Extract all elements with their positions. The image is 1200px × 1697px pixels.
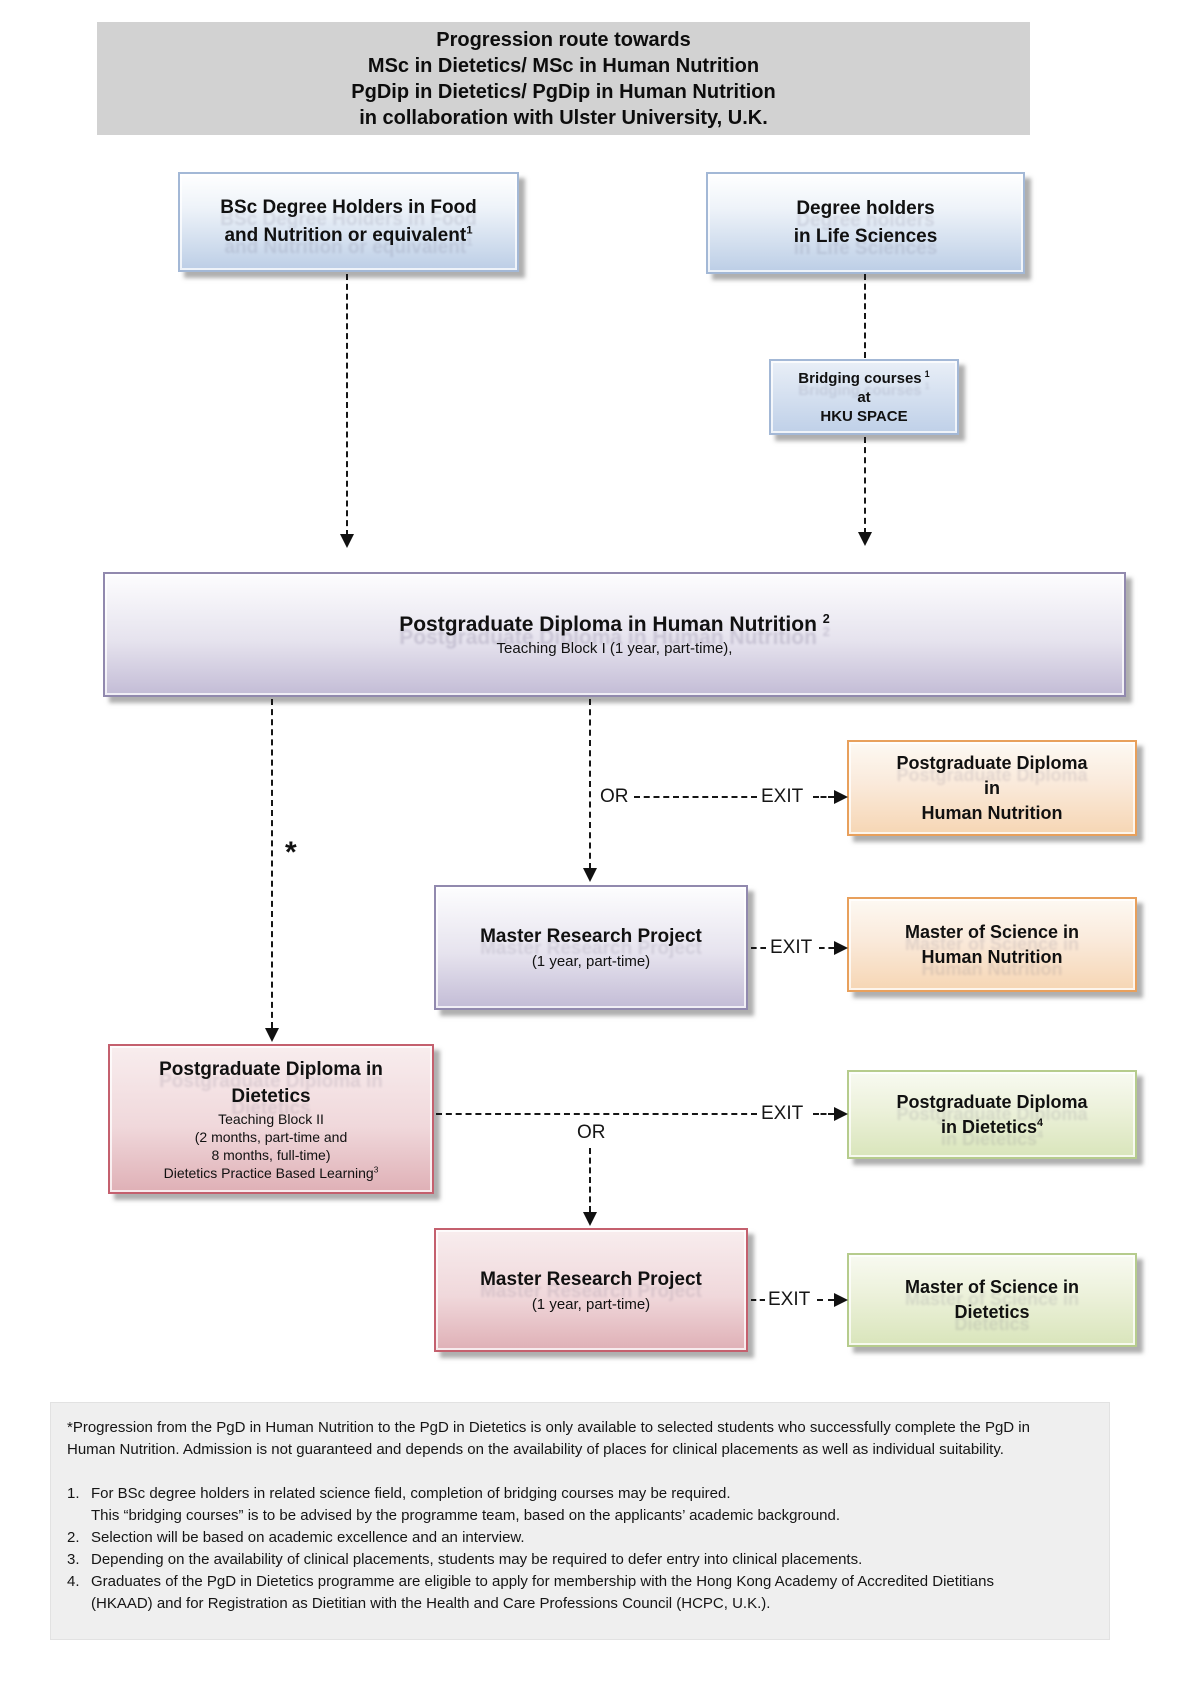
exit-label-3: EXIT bbox=[761, 1103, 804, 1124]
arrow-pgddiet-to-mrp bbox=[589, 1148, 591, 1212]
footnote-item: 4. Graduates of the PgD in Dietetics pro… bbox=[67, 1573, 994, 1612]
node-line: Bridging courses 1 bbox=[798, 368, 930, 387]
node-detail: (2 months, part-time and bbox=[194, 1129, 348, 1145]
exit-line-3 bbox=[436, 1113, 757, 1115]
footnote-item: 2. Selection will be based on academic e… bbox=[67, 1529, 525, 1546]
arrowhead-right-icon bbox=[834, 790, 848, 804]
exit-line-1 bbox=[634, 796, 757, 798]
node-line: Human Nutrition bbox=[921, 946, 1063, 967]
node-detail: Dietetics Practice Based Learning3 bbox=[163, 1164, 379, 1181]
exit-label-2: EXIT bbox=[770, 937, 813, 958]
node-bsc-food-nutrition: BSc Degree Holders in Food and Nutrition… bbox=[178, 172, 519, 272]
node-bridging-courses: Bridging courses 1 at HKU SPACE bbox=[769, 359, 959, 435]
exit-label-1: EXIT bbox=[761, 786, 804, 807]
arrowhead-right-icon bbox=[834, 1293, 848, 1307]
node-line: in bbox=[984, 777, 1000, 798]
footnote-item: 1. For BSc degree holders in related sci… bbox=[67, 1485, 731, 1502]
arrowhead-right-icon bbox=[834, 1107, 848, 1121]
exit-line-2b bbox=[819, 947, 834, 949]
exit-line-1b bbox=[813, 796, 834, 798]
asterisk-note: * bbox=[285, 836, 297, 869]
node-pgd-human-nutrition-exit: Postgraduate Diploma in Human Nutrition bbox=[847, 740, 1137, 836]
node-subtitle: (1 year, part-time) bbox=[531, 1295, 651, 1313]
node-line: Master of Science in bbox=[904, 921, 1080, 942]
exit-label-4: EXIT bbox=[768, 1289, 811, 1310]
node-line: Postgraduate Diploma bbox=[896, 752, 1088, 773]
arrowhead-down-icon bbox=[583, 1212, 597, 1226]
node-line: in Life Sciences bbox=[793, 226, 938, 247]
footnotes-panel: *Progression from the PgD in Human Nutri… bbox=[50, 1402, 1110, 1640]
node-title: Postgraduate Diploma in bbox=[159, 1059, 383, 1080]
node-detail: Teaching Block II bbox=[218, 1111, 324, 1127]
line-lifesci-to-bridging bbox=[864, 274, 866, 358]
title-line-4: in collaboration with Ulster University,… bbox=[359, 106, 768, 129]
node-pgd-dietetics-exit: Postgraduate Diploma in Dietetics4 bbox=[847, 1070, 1137, 1159]
footnote-item: 3. Depending on the availability of clin… bbox=[67, 1551, 863, 1568]
diagram-title: Progression route towards MSc in Dieteti… bbox=[97, 22, 1030, 135]
title-line-2: MSc in Dietetics/ MSc in Human Nutrition bbox=[367, 54, 760, 77]
node-master-research-project-hn: Master Research Project (1 year, part-ti… bbox=[434, 885, 748, 1010]
node-line: Human Nutrition bbox=[921, 802, 1063, 823]
arrowhead-right-icon bbox=[834, 941, 848, 955]
node-line: Degree holders bbox=[796, 198, 935, 219]
arrowhead-down-icon bbox=[858, 532, 872, 546]
node-title: Postgraduate Diploma in Human Nutrition … bbox=[399, 611, 830, 636]
arrow-pgdhn-to-pgddiet bbox=[271, 699, 273, 1028]
exit-line-4b bbox=[817, 1299, 834, 1301]
node-line: Postgraduate Diploma bbox=[896, 1091, 1088, 1112]
title-line-3: PgDip in Dietetics/ PgDip in Human Nutri… bbox=[351, 80, 776, 103]
footnote-paragraph: *Progression from the PgD in Human Nutri… bbox=[67, 1419, 1030, 1458]
node-line: in Dietetics4 bbox=[940, 1116, 1044, 1137]
arrowhead-down-icon bbox=[340, 534, 354, 548]
node-pgd-dietetics: Postgraduate Diploma in Dietetics Teachi… bbox=[108, 1044, 434, 1194]
node-title: Master Research Project bbox=[480, 1268, 702, 1290]
node-line: at bbox=[857, 388, 871, 406]
node-title: Dietetics bbox=[231, 1086, 311, 1107]
arrowhead-down-icon bbox=[265, 1028, 279, 1042]
node-msc-dietetics: Master of Science in Dietetics bbox=[847, 1253, 1137, 1347]
arrowhead-down-icon bbox=[583, 868, 597, 882]
node-master-research-project-dietetics: Master Research Project (1 year, part-ti… bbox=[434, 1228, 748, 1352]
arrow-bsc-to-pgdhn bbox=[346, 274, 348, 536]
title-line-1: Progression route towards bbox=[436, 28, 691, 51]
node-line: Master of Science in bbox=[904, 1277, 1080, 1297]
or-label-2: OR bbox=[577, 1122, 606, 1143]
or-label-1: OR bbox=[600, 786, 629, 807]
node-line: HKU SPACE bbox=[820, 407, 908, 425]
node-line: Dietetics bbox=[954, 1302, 1030, 1322]
exit-line-4a bbox=[751, 1299, 765, 1301]
exit-line-2a bbox=[751, 947, 766, 949]
node-msc-human-nutrition: Master of Science in Human Nutrition bbox=[847, 897, 1137, 992]
node-detail: 8 months, full-time) bbox=[211, 1147, 331, 1163]
node-subtitle: Teaching Block I (1 year, part-time), bbox=[496, 639, 733, 657]
node-pgd-human-nutrition-main: Postgraduate Diploma in Human Nutrition … bbox=[103, 572, 1126, 697]
node-line: and Nutrition or equivalent1 bbox=[224, 224, 473, 246]
node-life-sciences: Degree holders in Life Sciences bbox=[706, 172, 1025, 274]
arrow-pgdhn-to-mrp bbox=[589, 699, 591, 869]
node-subtitle: (1 year, part-time) bbox=[531, 953, 651, 970]
footnote-item-continuation: This “bridging courses” is to be advised… bbox=[91, 1507, 841, 1524]
node-title: Master Research Project bbox=[480, 926, 702, 947]
exit-line-3b bbox=[813, 1113, 834, 1115]
arrow-bridging-to-pgdhn bbox=[864, 437, 866, 534]
node-line: BSc Degree Holders in Food bbox=[220, 197, 477, 218]
